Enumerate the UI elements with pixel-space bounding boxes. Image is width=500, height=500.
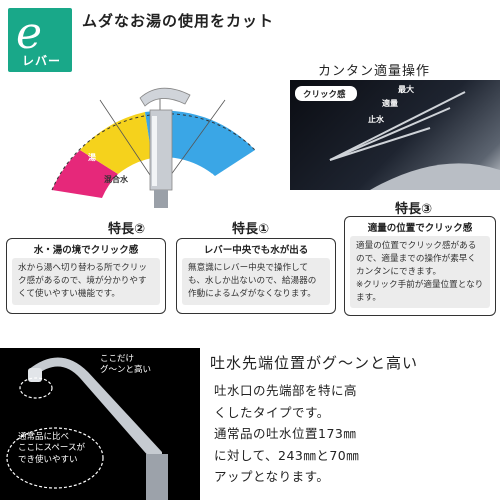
bottom-line: 吐水口の先端部を特に高 [214, 383, 358, 398]
photo-label-top-line2: グ～ンと高い [100, 365, 152, 376]
feature1-body: 無意識にレバー中央で操作しても、水しか出ないので、給湯器の作動によるムダがなくな… [182, 258, 330, 305]
feature2-body: 水から湯へ切り替わる所でクリック感があるので、境が分かりやすくて使いやすい機能で… [12, 258, 160, 305]
bottom-body: 吐水口の先端部を特に高 くしたタイプです。 通常品の吐水位置173㎜ に対して、… [214, 380, 494, 488]
feature3-title: 特長③ [395, 202, 433, 217]
dial-label-cold: 水 [205, 171, 215, 183]
dial-zone-mix [80, 112, 152, 174]
logo-text: レバー [22, 54, 62, 68]
dial-zone-hot [52, 150, 118, 198]
feature3-note: ※クリック手前が適量位置となります。 [356, 279, 484, 303]
photo-label-top-line1: ここだけ [100, 354, 135, 364]
feature3-body-text: 適量の位置でクリック感があるので、適量までの操作が素早くカンタンにできます。 [356, 241, 477, 277]
feature3-head: 適量の位置でクリック感 [367, 223, 473, 234]
lever-positions-illustration: クリック感 最大 適量 止水 [295, 84, 500, 190]
e-lever-logo-icon: e [16, 8, 42, 59]
dial-label-mix: 混合水 [104, 174, 129, 184]
photo-label-top: ここだけ グ～ンと高い [100, 354, 151, 377]
bottom-title: 吐水先端位置がグ～ンと高い [210, 354, 419, 372]
easy-operation-photo: クリック感 最大 適量 止水 [290, 80, 500, 190]
spout-highlight-ring [19, 377, 53, 399]
bottom-line: に対して、243㎜と70㎜ [214, 447, 360, 463]
click-label-badge [295, 86, 357, 101]
feature1-box: レバー中央でも水が出る 無意識にレバー中央で操作しても、水しか出ないので、給湯器… [176, 238, 336, 314]
feature3-body: 適量の位置でクリック感があるので、適量までの操作が素早くカンタンにできます。 ※… [350, 236, 490, 309]
bottom-line: アップとなります。 [214, 469, 330, 484]
dial-zone-cold [145, 110, 255, 176]
feature2-box: 水・湯の境でクリック感 水から湯へ切り替わる所でクリック感があるので、境が分かり… [6, 238, 166, 314]
bottom-line: くしたタイプです。 [214, 404, 330, 420]
faucet-dial-illustration: 湯 混合水 水 [51, 87, 256, 208]
headline: ムダなお湯の使用をカット [82, 12, 275, 30]
feature1-title: 特長① [232, 222, 270, 237]
faucet-height-photo: ここだけ グ～ンと高い 通常品に比べ ここにスペースが でき使いやすい [0, 348, 200, 500]
photo-label-bottom-line2: ここにスペースが [18, 443, 85, 454]
easy-operation-title: カンタン適量操作 [318, 64, 431, 79]
feature2-head: 水・湯の境でクリック感 [33, 245, 139, 256]
dial-label-hot: 湯 [88, 152, 96, 162]
photo-label-bottom-line3: でき使いやすい [18, 454, 78, 465]
bottom-line: 通常品の吐水位置173㎜ [214, 426, 357, 441]
space-highlight-ring [6, 427, 104, 489]
label-stop: 止水 [368, 114, 385, 124]
faucet-spout-illustration [6, 357, 168, 500]
label-appropriate: 適量 [382, 98, 398, 108]
label-click: クリック感 [303, 89, 346, 100]
feature1-head: レバー中央でも水が出る [203, 245, 309, 256]
label-max: 最大 [398, 84, 414, 94]
feature3-box: 適量の位置でクリック感 適量の位置でクリック感があるので、適量までの操作が素早く… [344, 216, 496, 316]
feature2-title: 特長② [108, 222, 146, 237]
logo-letter: e [16, 8, 42, 59]
photo-label-bottom: 通常品に比べ ここにスペースが でき使いやすい [18, 432, 85, 466]
photo-label-bottom-line1: 通常品に比べ [18, 432, 70, 442]
brand-logo: e レバー [8, 8, 72, 72]
